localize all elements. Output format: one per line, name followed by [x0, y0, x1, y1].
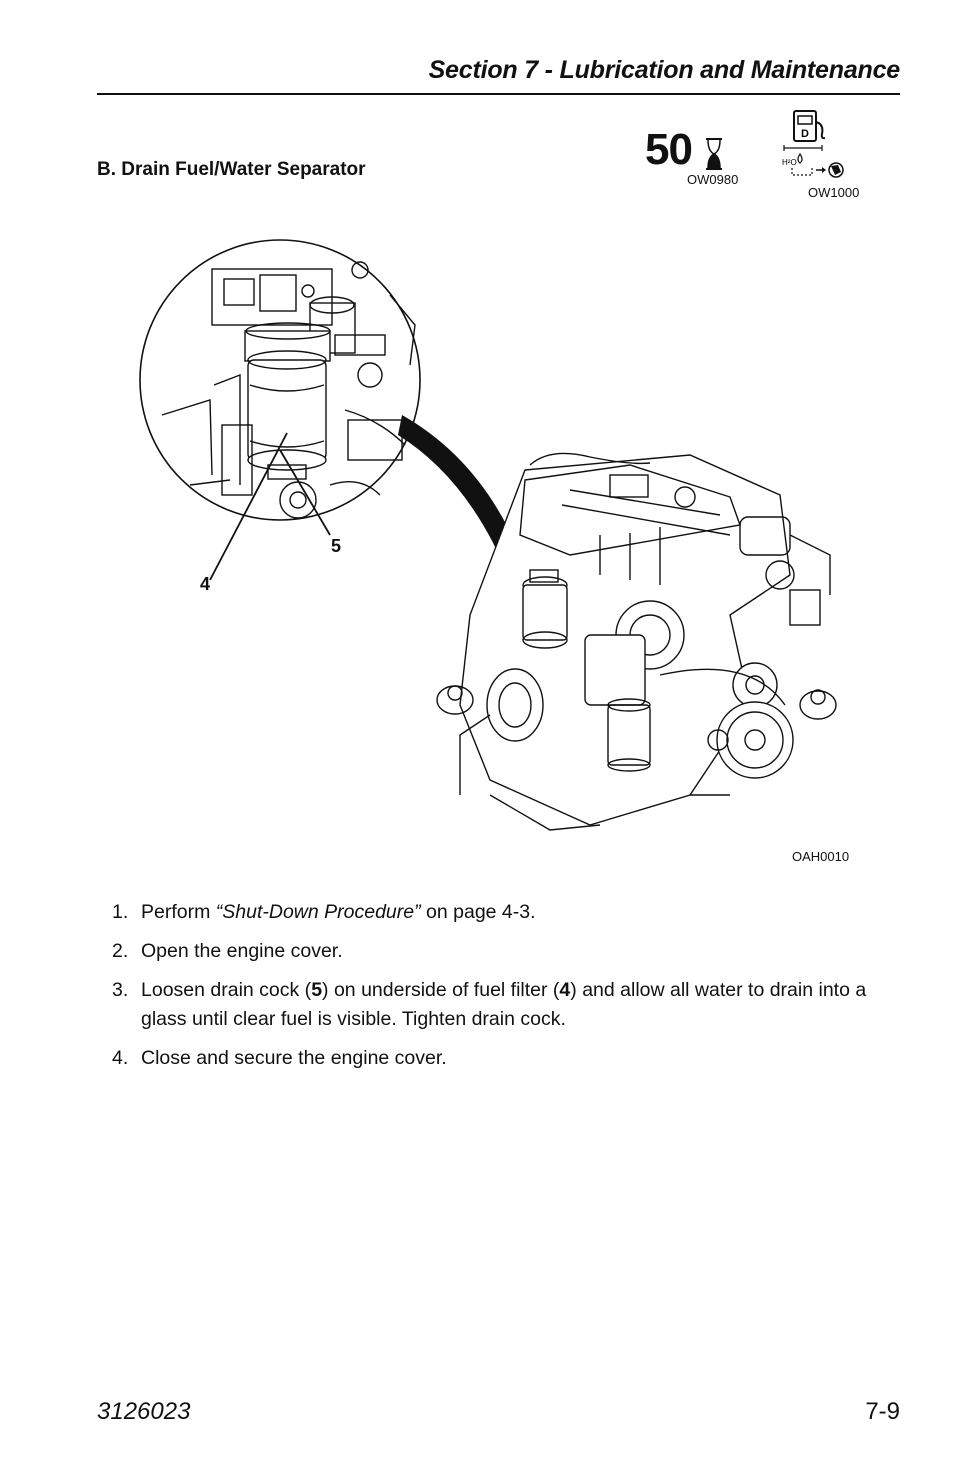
list-item: 3. Loosen drain cock (5) on underside of…	[108, 976, 898, 1034]
step-text: Perform	[141, 901, 216, 923]
engine-illustration	[139, 239, 837, 831]
step-text: Loosen drain cock (	[141, 979, 312, 1001]
document-number: 3126023	[97, 1398, 191, 1425]
step-text: ) and allow all water to drain into a gl…	[141, 979, 867, 1030]
list-item: 1. Perform “Shut-Down Procedure” on page…	[108, 898, 898, 927]
step-number: 1.	[112, 901, 129, 923]
hourglass-icon	[706, 138, 722, 170]
step-number: 2.	[112, 940, 129, 962]
procedure-steps: 1. Perform “Shut-Down Procedure” on page…	[108, 898, 898, 1083]
figure-code: OAH0010	[792, 849, 850, 864]
interval-hours: 50	[645, 125, 693, 174]
step-text: ) on underside of fuel filter (	[322, 979, 560, 1001]
list-item: 2. Open the engine cover.	[108, 937, 898, 966]
step-text: Close and secure the engine cover.	[141, 1047, 447, 1069]
callout-ref: 4	[559, 979, 571, 1001]
water-label: H²O	[782, 158, 797, 167]
list-item: 4. Close and secure the engine cover.	[108, 1044, 898, 1073]
page-number: 7-9	[865, 1398, 900, 1425]
fuel-water-drain-icon: D H²O	[782, 110, 844, 178]
callout-ref: 5	[311, 979, 323, 1001]
step-text: Open the engine cover.	[141, 940, 343, 962]
diesel-letter: D	[801, 128, 809, 140]
service-icon-code: OW1000	[808, 185, 860, 200]
header-rule	[97, 93, 900, 95]
detail-magnifier	[139, 239, 421, 521]
section-title: Section 7 - Lubrication and Maintenance	[428, 56, 901, 84]
step-number: 3.	[112, 979, 129, 1001]
step-text: on page 4-3.	[420, 901, 536, 923]
procedure-reference: “Shut-Down Procedure”	[215, 901, 421, 923]
callout-drain-cock: 5	[331, 536, 342, 556]
callout-fuel-filter: 4	[200, 574, 211, 594]
procedure-heading: B. Drain Fuel/Water Separator	[97, 159, 366, 180]
engine-block	[436, 452, 837, 831]
step-number: 4.	[112, 1047, 129, 1069]
interval-icon-code: OW0980	[687, 172, 739, 187]
